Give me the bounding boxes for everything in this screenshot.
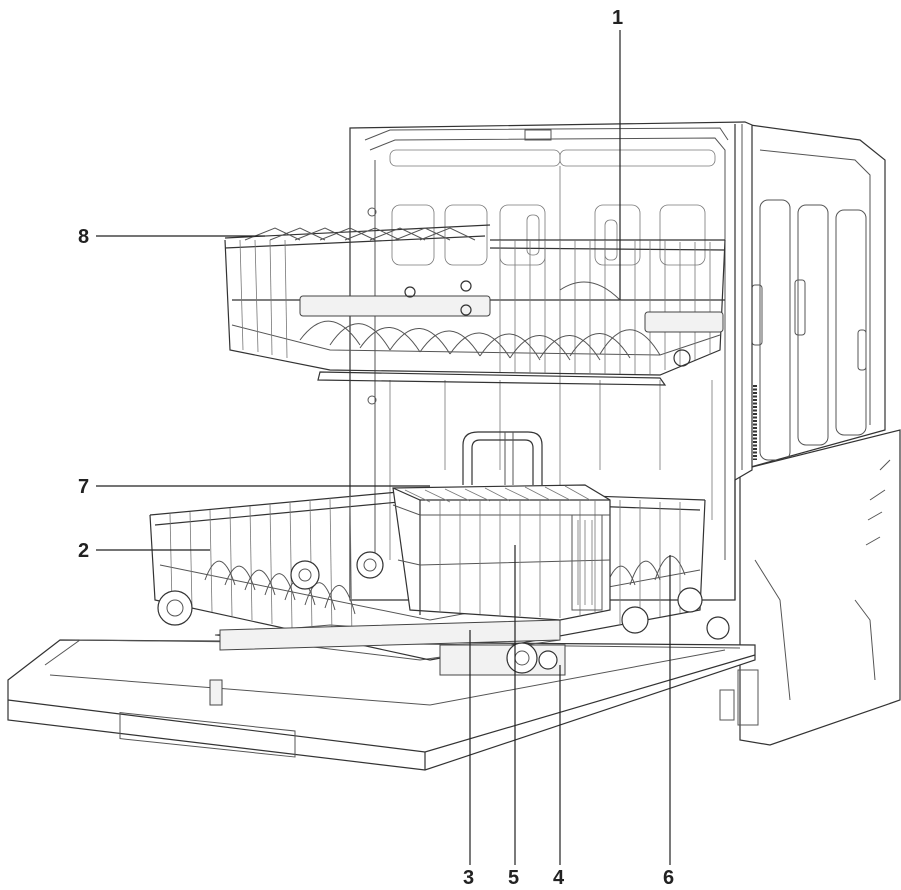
cutlery-basket xyxy=(392,431,611,621)
callout-6: 6 xyxy=(663,867,674,889)
callout-labels: 1 2 3 4 5 6 7 8 xyxy=(78,7,674,889)
cabinet-side-panel xyxy=(739,124,886,471)
callout-2: 2 xyxy=(78,540,89,562)
cabinet-base xyxy=(719,429,901,746)
cup-shelf-tines xyxy=(244,227,476,241)
callout-5: 5 xyxy=(508,867,519,889)
callout-4: 4 xyxy=(553,867,565,889)
tub-frame xyxy=(349,121,753,601)
door xyxy=(7,624,756,771)
upper-rack-wires xyxy=(239,239,711,374)
upper-rack-tines xyxy=(299,281,661,361)
callout-3: 3 xyxy=(463,867,474,889)
leader-lines xyxy=(96,30,671,865)
cutlery-basket-grid xyxy=(404,485,596,618)
callout-8: 8 xyxy=(78,226,89,248)
callout-1: 1 xyxy=(612,7,623,29)
callout-7: 7 xyxy=(78,476,89,498)
lower-rack xyxy=(149,489,730,676)
upper-rack xyxy=(224,224,726,386)
